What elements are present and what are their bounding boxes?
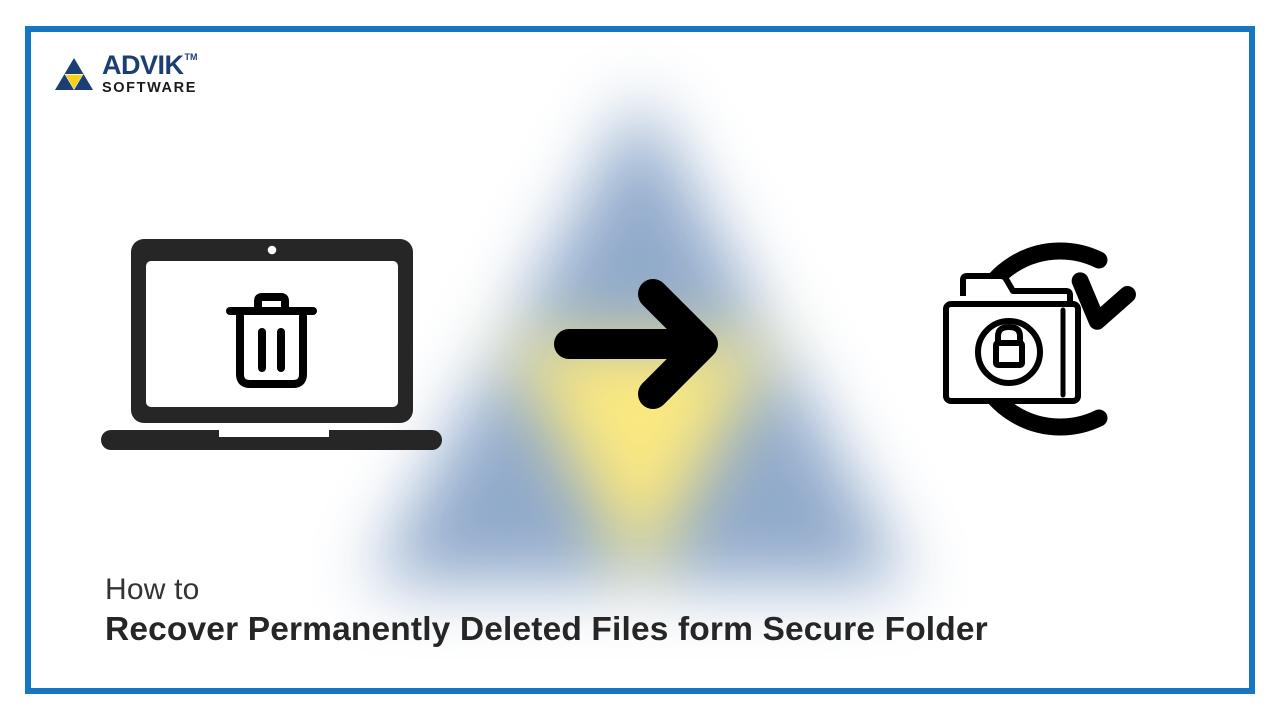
headline-kicker: How to xyxy=(105,573,200,607)
laptop-trash-icon xyxy=(101,239,442,450)
arrow-right-icon xyxy=(554,279,718,409)
brand-tagline: SOFTWARE xyxy=(102,80,197,96)
trademark-symbol: TM xyxy=(184,52,198,62)
advik-triangle-logo-icon xyxy=(55,57,93,91)
blurred-advik-triangle-watermark xyxy=(320,74,960,604)
page-title: Recover Permanently Deleted Files form S… xyxy=(105,610,988,648)
headline-block: How to Recover Permanently Deleted Files… xyxy=(105,573,988,650)
poster-frame: ADVIK TM SOFTWARE xyxy=(25,26,1255,694)
brand-logo: ADVIK TM SOFTWARE xyxy=(55,52,198,96)
brand-logo-text: ADVIK TM SOFTWARE xyxy=(102,52,198,96)
brand-name: ADVIK xyxy=(102,50,184,80)
folder-lock-restore-icon xyxy=(943,242,1136,436)
